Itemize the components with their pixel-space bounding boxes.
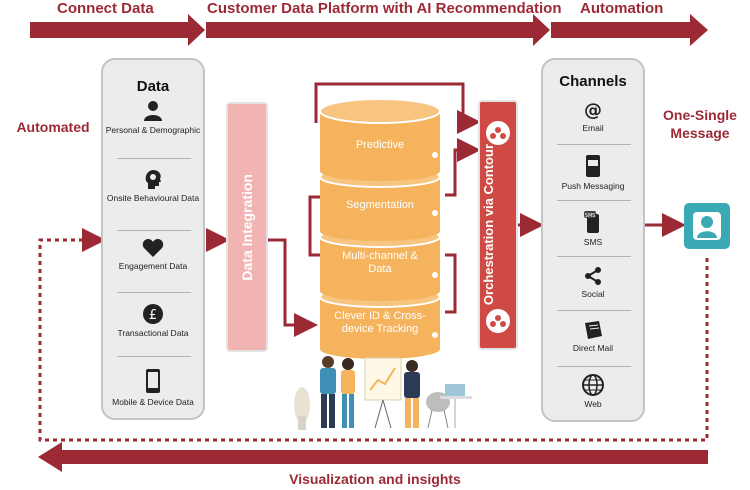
cdp-heading: Customer Data Platform with AI Recommend…	[207, 0, 562, 17]
cdp-arrow	[206, 14, 550, 46]
person-icon	[144, 101, 162, 121]
automation-heading: Automation	[580, 0, 664, 17]
segment-dot	[432, 272, 438, 278]
header-arrows	[30, 14, 708, 46]
segment-dot	[432, 332, 438, 338]
cylinder-top-loop	[314, 82, 481, 134]
feedback-loop-dotted	[38, 228, 709, 442]
channel-item-sms: SMS SMS	[543, 210, 643, 247]
user-icon	[693, 212, 721, 240]
data-panel-title: Data	[136, 78, 170, 95]
data-integration-label: Data Integration	[239, 173, 255, 281]
user-profile-tile	[684, 203, 730, 249]
divider	[557, 310, 631, 311]
phone-notification-icon	[586, 155, 600, 177]
data-item-transactional: £ Transactional Data	[103, 303, 203, 338]
divider	[117, 230, 191, 231]
mobile-phone-icon	[146, 369, 160, 393]
divider	[117, 356, 191, 357]
mail-book-icon	[585, 321, 602, 339]
svg-text:£: £	[149, 308, 157, 323]
orchestration-label: Orchestration via Contour	[481, 144, 496, 306]
data-item-engagement: Engagement Data	[103, 238, 203, 271]
data-integration-bar: Data Integration	[226, 102, 268, 352]
integration-to-cylinder-line	[268, 238, 318, 337]
channel-item-direct-mail: Direct Mail	[543, 320, 643, 353]
segment-link-right-1	[445, 138, 481, 197]
heart-icon	[142, 239, 164, 257]
visualization-insights-label: Visualization and insights	[289, 471, 461, 487]
people-network-icon	[486, 121, 510, 145]
segment-label-segmentation: Segmentation	[346, 199, 414, 211]
channel-item-web: Web	[543, 374, 643, 409]
channel-item-social: Social	[543, 266, 643, 299]
pound-coin-icon: £	[143, 304, 163, 324]
divider	[557, 200, 631, 201]
automation-arrow	[551, 14, 708, 46]
segment-link-left-1	[308, 195, 320, 257]
channels-panel: Channels @ Email Push Messaging SMS SMS …	[541, 58, 645, 422]
data-item-personal: Personal & Demographic	[103, 100, 203, 135]
divider	[117, 292, 191, 293]
sms-phone-icon: SMS	[584, 211, 599, 233]
channel-item-email: @ Email	[582, 100, 604, 133]
segment-label-clever-id: Clever ID & Cross-device Tracking	[334, 310, 426, 335]
one-single-message-label: One-Single Message	[663, 107, 737, 141]
data-panel: Data Personal & Demographic Onsite Behav…	[101, 58, 205, 420]
segment-dot	[432, 210, 438, 216]
people-network-icon	[486, 309, 510, 333]
cdp-cylinder	[319, 98, 441, 359]
divider	[557, 366, 631, 367]
connect-data-arrow	[30, 14, 205, 46]
footer-arrow	[38, 442, 708, 472]
divider	[557, 144, 631, 145]
segment-dot	[432, 152, 438, 158]
at-sign-icon: @	[584, 100, 602, 120]
automated-label: Automated	[16, 119, 90, 135]
globe-icon	[582, 374, 604, 396]
cylinder-segment-1	[319, 98, 441, 181]
segment-label-predictive: Predictive	[355, 139, 405, 151]
head-brain-icon	[145, 170, 161, 189]
divider	[557, 256, 631, 257]
svg-text:@: @	[584, 100, 602, 120]
cylinder-segment-2	[319, 166, 441, 241]
channels-panel-title: Channels	[559, 73, 627, 90]
channel-item-push: Push Messaging	[543, 154, 643, 191]
connect-data-heading: Connect Data	[57, 0, 154, 17]
svg-text:SMS: SMS	[585, 213, 596, 219]
divider	[117, 158, 191, 159]
segment-link-right-2	[445, 253, 457, 314]
share-icon	[585, 267, 601, 285]
team-illustration	[294, 356, 472, 430]
data-item-behavioural: Onsite Behavioural Data	[103, 168, 203, 203]
data-item-mobile: Mobile & Device Data	[103, 368, 203, 407]
segment-label-multichannel: Multi-channel & Data	[342, 250, 418, 275]
